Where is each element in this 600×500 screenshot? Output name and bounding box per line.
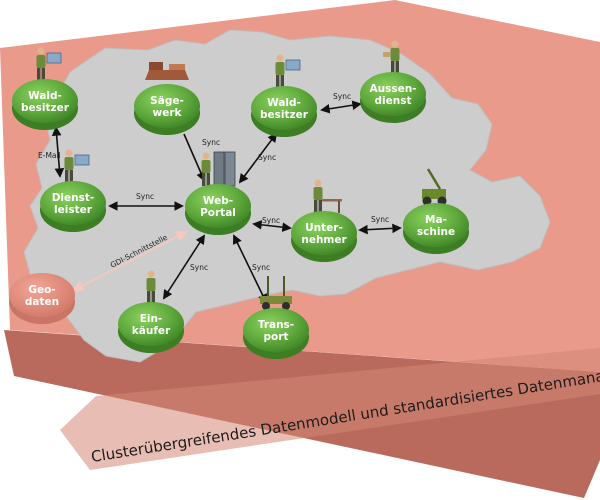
- node-disc: [118, 302, 184, 346]
- forwarder-icon: [260, 276, 292, 310]
- edge-unter-masch: [358, 223, 402, 235]
- node-disc: [9, 273, 75, 317]
- node-label: Wald-besitzer: [21, 90, 70, 114]
- node-label: Unter-nehmer: [301, 222, 347, 246]
- node-unternehmer: Unter-nehmer: [291, 179, 357, 262]
- node-maschine: Ma-schine: [403, 168, 469, 254]
- node-label: Ma-schine: [417, 214, 455, 238]
- node-waldbesitzer_1: Wald-besitzer: [12, 47, 78, 130]
- edge-wb2-aussen: [320, 100, 362, 114]
- person-desk-icon: [313, 179, 342, 213]
- node-label: Geo-daten: [25, 284, 59, 308]
- node-label: Säge-werk: [150, 95, 184, 119]
- node-saegewerk: Säge-werk: [134, 62, 200, 135]
- node-label: Trans-port: [258, 319, 294, 343]
- node-disc: [40, 181, 106, 225]
- node-disc: [185, 184, 251, 228]
- edge-web-trans: [233, 234, 267, 304]
- person-map-icon: [36, 47, 62, 81]
- edge-label-wb2-web: Sync: [258, 153, 276, 162]
- node-transport: Trans-port: [243, 276, 309, 359]
- node-disc: [243, 308, 309, 352]
- edge-label-web-ein: Sync: [190, 263, 208, 272]
- field-worker-icon: [383, 40, 400, 74]
- node-aussendienst: Aussen-dienst: [360, 40, 426, 123]
- edge-saege-web: [183, 133, 206, 182]
- edge-label-unter-masch: Sync: [371, 215, 389, 224]
- edge-label-web-trans: Sync: [252, 263, 270, 272]
- nodes: Wald-besitzer Säge-werk Wald-besitzer Ausse…: [9, 40, 469, 359]
- node-webportal: Web-Portal: [185, 151, 251, 235]
- person-map-icon: [275, 54, 301, 88]
- banner-strip: [60, 348, 600, 470]
- server-rack-icon: [201, 151, 236, 187]
- node-waldbesitzer_2: Wald-besitzer: [251, 54, 317, 137]
- node-disc: [291, 211, 357, 255]
- person-map-icon: [64, 149, 90, 183]
- edge-web-unter: [252, 220, 292, 232]
- edge-label-dl-web: Sync: [136, 192, 154, 201]
- edge-label-web-unter: Sync: [262, 216, 280, 225]
- edge-geo-web: [71, 230, 189, 292]
- edge-label-wb1-dl: E-Mail: [38, 151, 61, 160]
- node-disc: [403, 203, 469, 247]
- node-label: Dienst-leister: [52, 192, 95, 216]
- node-geodaten: Geo-daten: [9, 273, 75, 324]
- node-label: Aussen-dienst: [369, 83, 416, 107]
- node-disc: [134, 84, 200, 128]
- node-label: Wald-besitzer: [260, 97, 309, 121]
- node-disc: [251, 86, 317, 130]
- node-dienstleister: Dienst-leister: [40, 149, 106, 232]
- node-label: Web-Portal: [200, 195, 236, 219]
- person-icon: [146, 270, 156, 304]
- edge-wb1-dl: [51, 126, 65, 178]
- edge-label-saege-web: Sync: [202, 138, 220, 147]
- sawmill-icon: [145, 62, 189, 80]
- node-disc: [12, 79, 78, 123]
- edge-wb2-web: [238, 132, 278, 184]
- node-einkaeufer: Ein-käufer: [118, 270, 184, 353]
- node-label: Ein-käufer: [132, 313, 171, 337]
- node-disc: [360, 72, 426, 116]
- edge-label-wb2-aussen: Sync: [333, 92, 351, 101]
